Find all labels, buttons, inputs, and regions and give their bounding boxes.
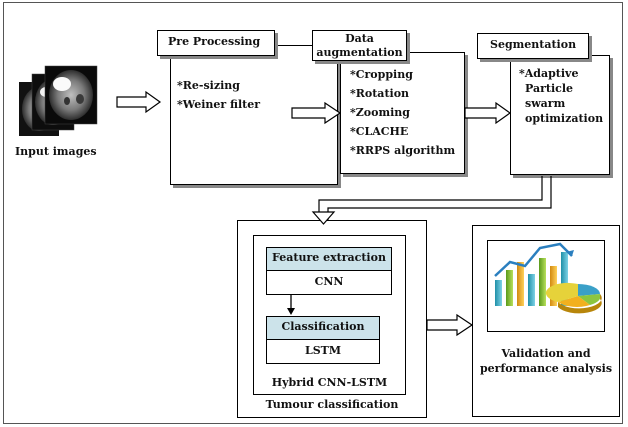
- arrow-pre-to-aug: [291, 101, 342, 125]
- classification-header: Classification: [266, 316, 380, 340]
- seg-item-adaptive: *Adaptive: [519, 67, 579, 80]
- aug-item-rrps: *RRPS algorithm: [350, 144, 456, 157]
- diagram-frame: [3, 2, 623, 424]
- pre-item-resizing: *Re-sizing: [177, 79, 240, 92]
- aug-item-zooming: *Zooming: [350, 106, 410, 119]
- cnn-box: CNN: [266, 270, 392, 295]
- aug-title-line2: augmentation: [316, 46, 403, 59]
- chart-graphic-icon: [494, 242, 602, 314]
- seg-item-particle: Particle: [525, 82, 574, 95]
- seg-item-swarm: swarm: [525, 97, 566, 110]
- lstm-box: LSTM: [266, 339, 380, 364]
- arrow-aug-to-seg: [464, 101, 512, 125]
- segmentation-title: Segmentation: [477, 33, 589, 59]
- tumour-classification-label: Tumour classification: [265, 398, 399, 411]
- arrow-input-to-pre: [116, 90, 162, 114]
- pre-item-weiner-filter: *Weiner filter: [177, 98, 261, 111]
- data-augmentation-box: *Cropping *Rotation *Zooming *CLACHE *RR…: [340, 52, 465, 174]
- arrow-seg-to-tumour: [327, 176, 552, 221]
- aug-title-line1: Data: [345, 32, 374, 45]
- validation-label-line2: performance analysis: [479, 362, 613, 375]
- arrow-tumour-to-validation: [426, 313, 474, 337]
- aug-item-cropping: *Cropping: [350, 68, 413, 81]
- seg-item-optimization: optimization: [525, 112, 604, 125]
- aug-item-rotation: *Rotation: [350, 87, 410, 100]
- segmentation-box: *Adaptive Particle swarm optimization: [510, 55, 610, 175]
- hybrid-cnn-lstm-label: Hybrid CNN-LSTM: [271, 376, 388, 389]
- pre-processing-title: Pre Processing: [157, 30, 275, 56]
- aug-item-clache: *CLACHE: [350, 125, 409, 138]
- mri-slice-front: [44, 65, 98, 125]
- data-augmentation-title: Data augmentation: [312, 30, 407, 61]
- input-images-label: Input images: [15, 145, 97, 158]
- validation-label-line1: Validation and: [501, 347, 591, 360]
